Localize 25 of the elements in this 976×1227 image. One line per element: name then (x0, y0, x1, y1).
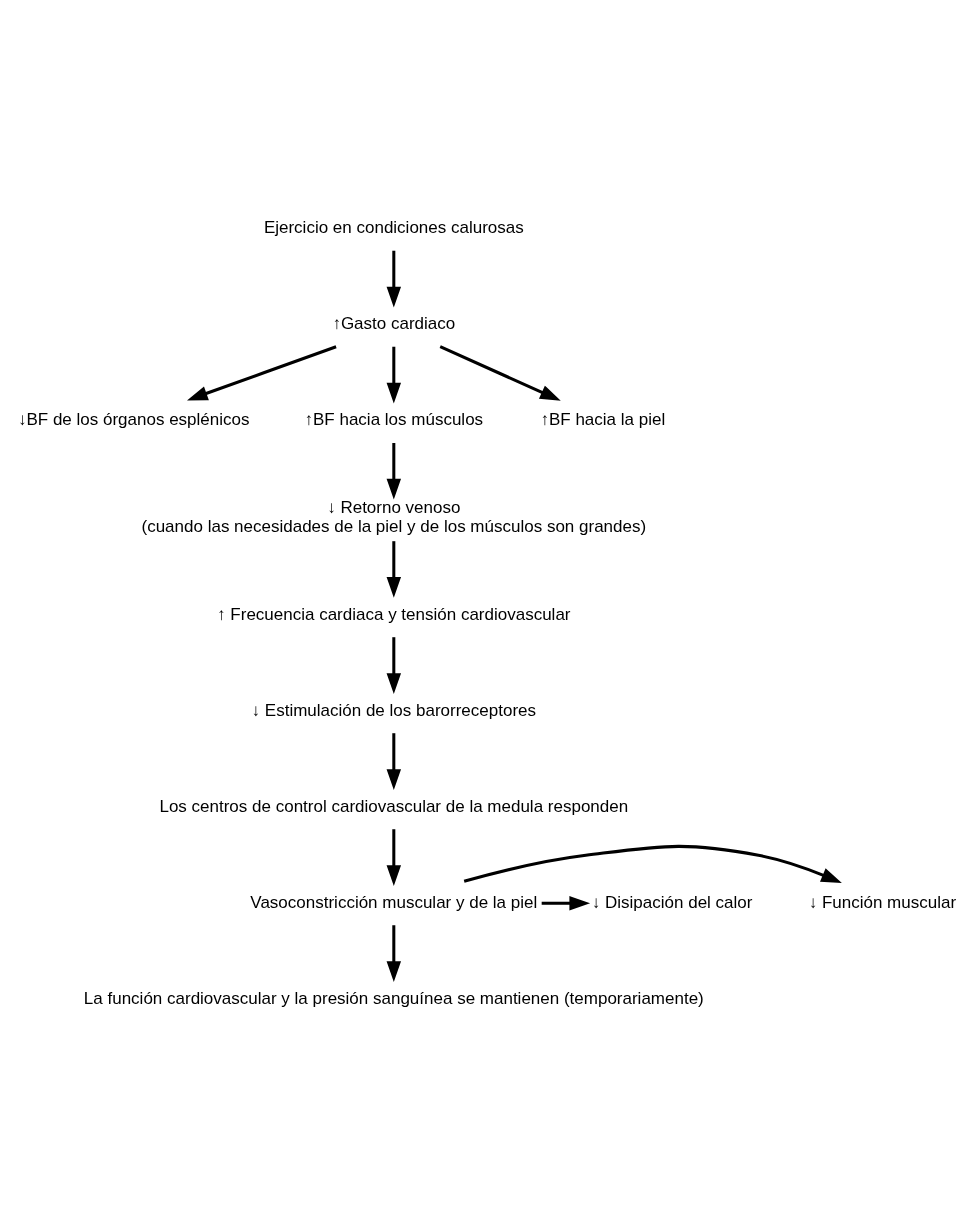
arrow (386, 346, 402, 403)
node-text: La función cardiovascular y la presión sanguínea se mantienen (temporariamente) (83, 988, 704, 1008)
node-text: ↓ Retorno venoso (cuando las necesidades de la piel y de los músculos son grandes) (141, 497, 647, 536)
arrow (541, 895, 591, 910)
arrow (386, 828, 402, 886)
arrow (386, 732, 402, 790)
arrow (386, 924, 402, 982)
arrow (463, 844, 842, 883)
node-text: Vasoconstricción muscular y de la piel (250, 892, 538, 912)
node-text: Los centros de control cardiovascular de la medula responden (159, 796, 629, 816)
node-text: ↓BF de los órganos esplénicos (17, 409, 250, 429)
arrow (386, 540, 402, 598)
node-text: ↓ Disipación del calor (591, 892, 753, 912)
arrow (386, 250, 402, 307)
node-text: ↑ Frecuencia cardiaca y tensión cardiovascular (217, 604, 571, 624)
node-text: ↑BF hacia la piel (540, 409, 666, 429)
arrow (386, 636, 402, 694)
node-text: Ejercicio en condiciones calurosas (263, 217, 524, 237)
node-text: ↑BF hacia los músculos (304, 409, 484, 429)
node-text: ↓ Estimulación de los barorreceptores (251, 700, 537, 720)
node-text: ↑Gasto cardiaco (332, 313, 456, 333)
arrow (186, 344, 337, 400)
node-text: ↓ Función muscular (808, 892, 957, 912)
arrow (386, 442, 402, 499)
arrow (439, 344, 561, 401)
